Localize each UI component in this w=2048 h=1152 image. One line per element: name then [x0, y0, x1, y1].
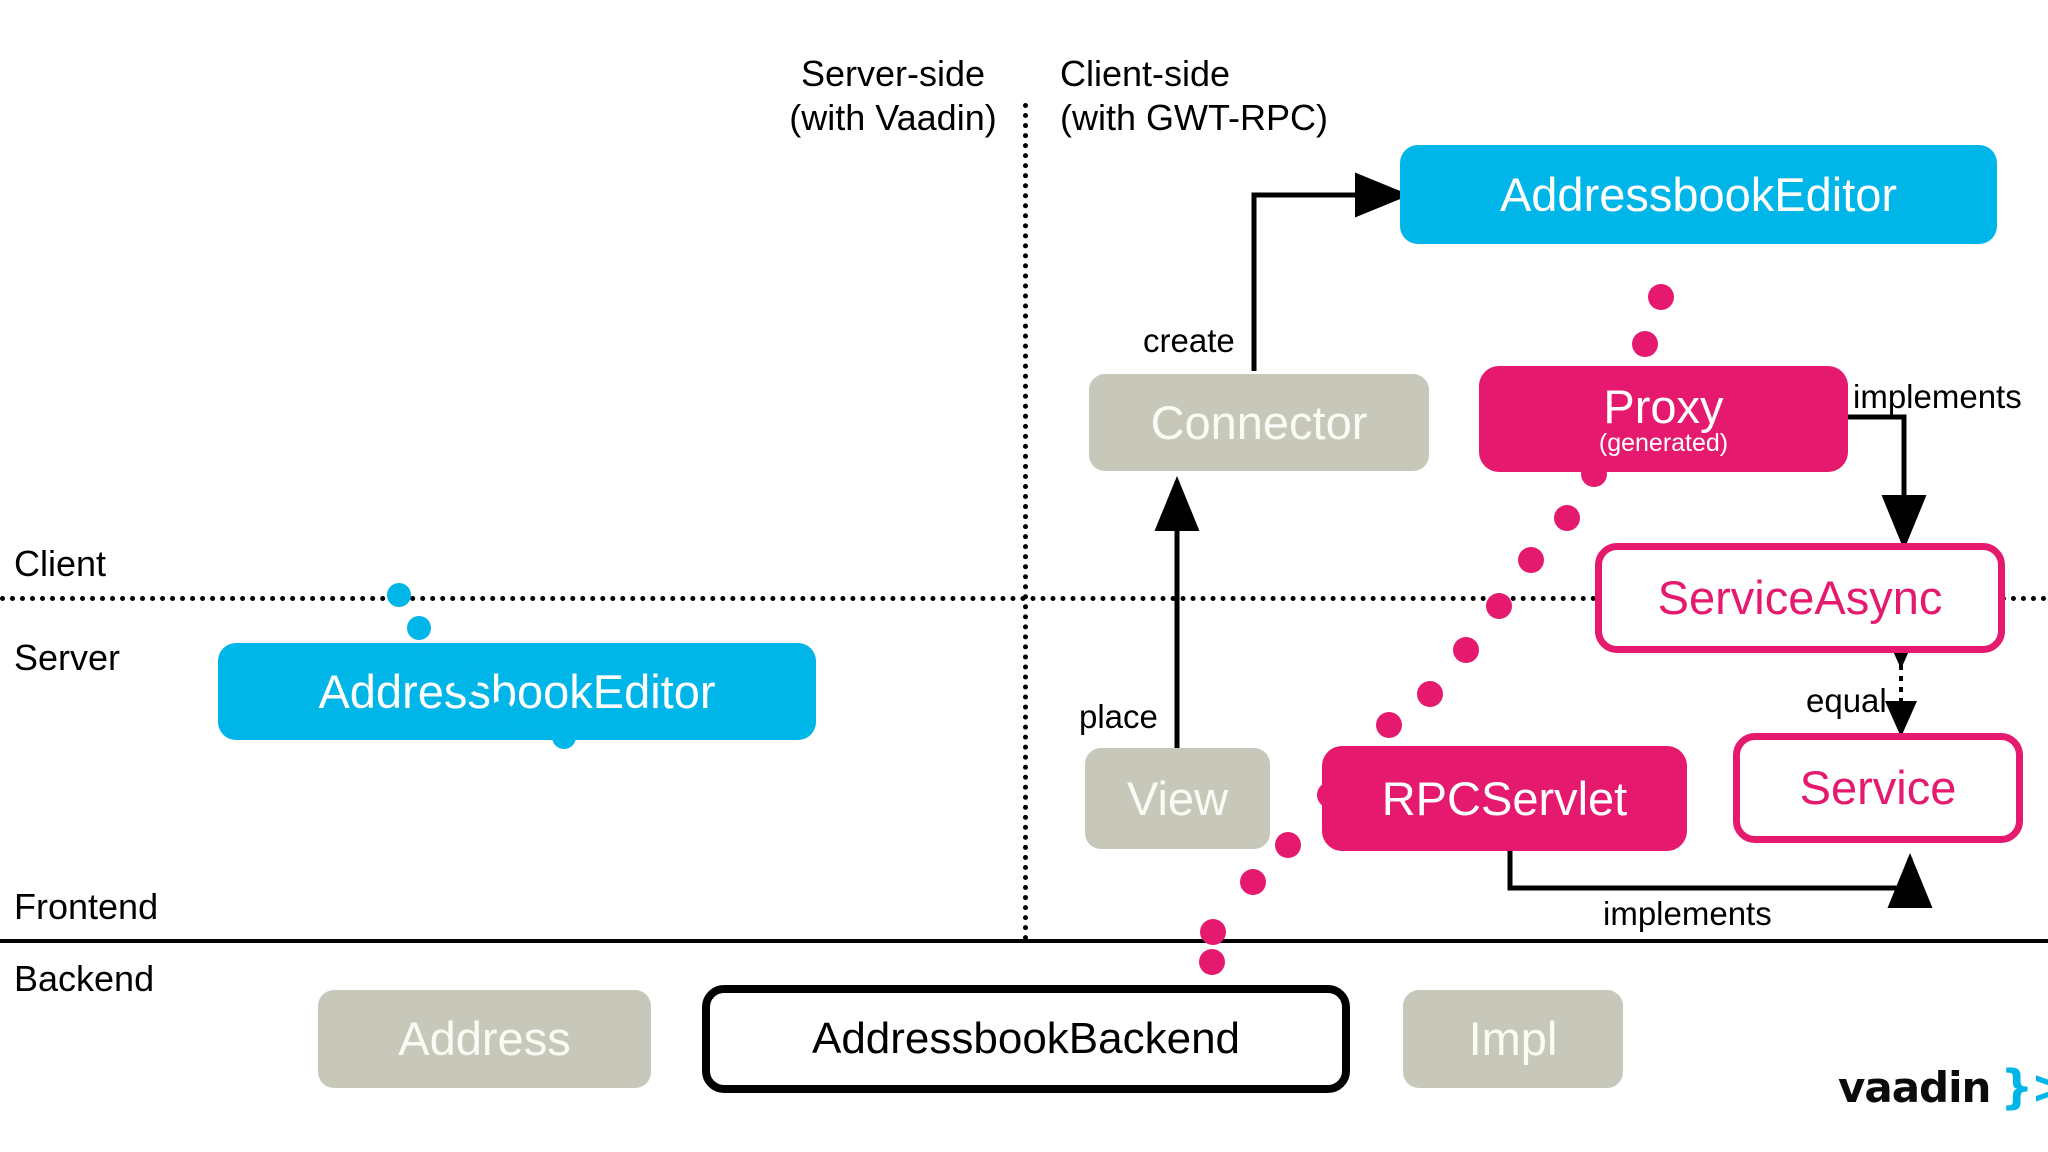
pink-trail-dot	[1554, 505, 1580, 531]
header-client-side-line1: Client-side	[1060, 53, 1231, 94]
vaadin-logo: vaadin }>	[1838, 1060, 2048, 1114]
tier-label-backend: Backend	[14, 958, 155, 999]
node-impl-label: Impl	[1468, 1012, 1558, 1066]
pink-trail-dot	[1486, 593, 1512, 619]
divider-client-server	[0, 596, 2048, 601]
vaadin-logo-wordmark: vaadin	[1838, 1062, 1991, 1112]
node-address-label: Address	[398, 1012, 571, 1066]
edge-label-implements-top: implements	[1853, 378, 2022, 415]
header-client-side: Client-side (with GWT-RPC)	[1060, 52, 1330, 140]
node-proxy-label: Proxy	[1603, 380, 1724, 434]
pink-trail-dot	[1453, 637, 1479, 663]
tier-label-client: Client	[14, 543, 107, 584]
node-proxy[interactable]: Proxy (generated)	[1479, 366, 1848, 472]
vaadin-logo-icon: }>	[2000, 1060, 2048, 1114]
edge-label-place: place	[1079, 698, 1158, 735]
node-addressbook-backend[interactable]: AddressbookBackend	[702, 985, 1350, 1093]
node-impl[interactable]: Impl	[1403, 990, 1623, 1088]
edge-label-create: create	[1143, 322, 1235, 359]
edge-label-implements-bottom: implements	[1603, 895, 1772, 932]
pink-trail-dot	[1317, 782, 1343, 808]
node-view[interactable]: View	[1085, 748, 1270, 849]
cyan-trail-dot	[489, 701, 513, 725]
node-client-addressbook-editor-label: AddressbookEditor	[1499, 167, 1898, 221]
node-proxy-sublabel: (generated)	[1598, 428, 1729, 457]
vertical-divider-client-server	[1023, 103, 1028, 941]
pink-trail-dot	[1240, 869, 1266, 895]
pink-trail-dot	[1200, 919, 1226, 945]
cyan-trail-dot	[454, 670, 478, 694]
edge-label-equal: equal	[1806, 682, 1887, 719]
pink-trail-dot	[1632, 331, 1658, 357]
node-view-label: View	[1126, 771, 1229, 825]
node-connector[interactable]: Connector	[1089, 374, 1429, 471]
node-addressbook-backend-label: AddressbookBackend	[811, 1013, 1241, 1063]
cyan-trail-dot	[521, 710, 545, 734]
pink-trail-dot	[1199, 949, 1225, 975]
cyan-trail-dot	[387, 583, 411, 607]
node-address[interactable]: Address	[318, 990, 651, 1088]
node-service-async[interactable]: ServiceAsync	[1595, 543, 2005, 653]
node-server-addressbook-editor[interactable]: AddressbookEditor	[218, 643, 816, 740]
header-client-side-line2: (with GWT-RPC)	[1060, 96, 1328, 138]
cyan-trail-dot	[407, 616, 431, 640]
node-service-async-label: ServiceAsync	[1657, 571, 1943, 625]
node-service[interactable]: Service	[1733, 733, 2023, 843]
header-server-side-line1: Server-side	[800, 53, 986, 94]
node-connector-label: Connector	[1150, 395, 1368, 449]
pink-trail-dot	[1275, 832, 1301, 858]
arrow-implements-top	[1848, 414, 1927, 550]
pink-trail-dot	[1648, 284, 1674, 310]
node-server-addressbook-editor-label: AddressbookEditor	[318, 664, 716, 718]
arrow-implements-bottom	[1507, 851, 1933, 908]
cyan-trail-dot	[427, 645, 451, 669]
header-server-side-line2: (with Vaadin)	[789, 96, 997, 138]
pink-trail-dot	[1518, 547, 1544, 573]
pink-trail-dot	[1417, 681, 1443, 707]
cyan-trail-dot	[552, 725, 576, 749]
node-client-addressbook-editor[interactable]: AddressbookEditor	[1400, 145, 1997, 244]
header-server-side: Server-side (with Vaadin)	[778, 52, 1008, 140]
pink-trail-dot	[1581, 461, 1607, 487]
tier-label-frontend: Frontend	[14, 886, 159, 927]
node-rpc-servlet[interactable]: RPCServlet	[1322, 746, 1687, 851]
node-rpc-servlet-label: RPCServlet	[1381, 771, 1628, 825]
pink-trail-dot	[1376, 712, 1402, 738]
tier-label-server: Server	[14, 637, 121, 678]
arrow-create	[1251, 172, 1410, 371]
divider-frontend-backend	[0, 939, 2048, 943]
node-service-label: Service	[1799, 761, 1957, 815]
